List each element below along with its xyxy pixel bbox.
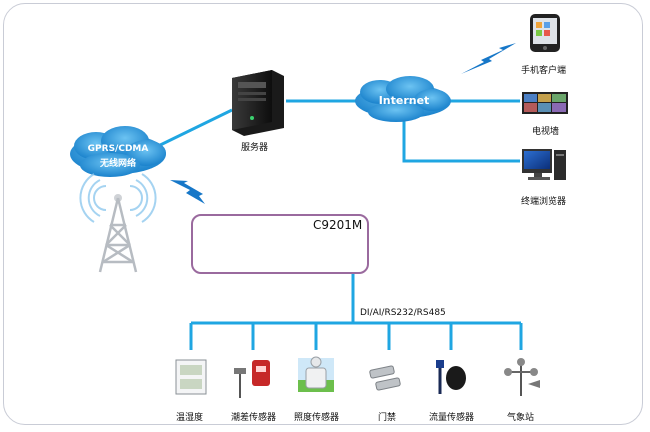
wireless-bolt-icon xyxy=(461,43,516,74)
terminal-browser-label: 终端浏览器 xyxy=(521,197,567,207)
flow-sensor-icon xyxy=(436,360,466,394)
controller-device-box xyxy=(191,214,369,274)
gprs-cloud-label-line1: GPRS/CDMA xyxy=(87,144,149,154)
tv-wall-label: 电视墙 xyxy=(532,127,560,137)
tidal-sensor-icon xyxy=(234,360,270,398)
sensor-label: 潮差传感器 xyxy=(231,413,277,423)
weather-station-icon xyxy=(504,358,540,396)
link-gprs-server xyxy=(149,108,233,152)
desktop-pc-icon xyxy=(522,149,566,180)
internet-cloud-label: Internet xyxy=(378,94,430,107)
device-model-label: C9201M xyxy=(313,218,363,232)
internet-cloud xyxy=(355,76,451,122)
sensor-label: 气象站 xyxy=(507,413,535,423)
gprs-cloud xyxy=(70,126,166,177)
sensor-label: 照度传感器 xyxy=(294,413,340,423)
radio-tower-icon xyxy=(79,173,157,273)
bus-interface-label: DI/AI/RS232/RS485 xyxy=(360,308,446,318)
link-internet-browser xyxy=(402,120,520,163)
tv-wall-icon xyxy=(522,92,568,114)
mobile-phone-icon xyxy=(530,14,560,52)
server-label: 服务器 xyxy=(241,143,269,153)
mobile-client-label: 手机客户端 xyxy=(521,66,567,76)
door-access-icon xyxy=(369,365,401,391)
thermo-hygrometer-icon xyxy=(175,359,207,395)
illuminance-sensor-icon xyxy=(298,356,334,392)
connection-lines xyxy=(149,99,523,350)
sensor-label: 流量传感器 xyxy=(429,413,475,423)
wireless-bolt-icon xyxy=(170,180,205,204)
sensor-label: 门禁 xyxy=(378,413,397,423)
diagram-frame xyxy=(3,3,643,425)
server-icon xyxy=(232,70,284,136)
gprs-cloud-label-line2: 无线网络 xyxy=(99,159,136,169)
sensor-label: 温湿度 xyxy=(176,413,204,423)
